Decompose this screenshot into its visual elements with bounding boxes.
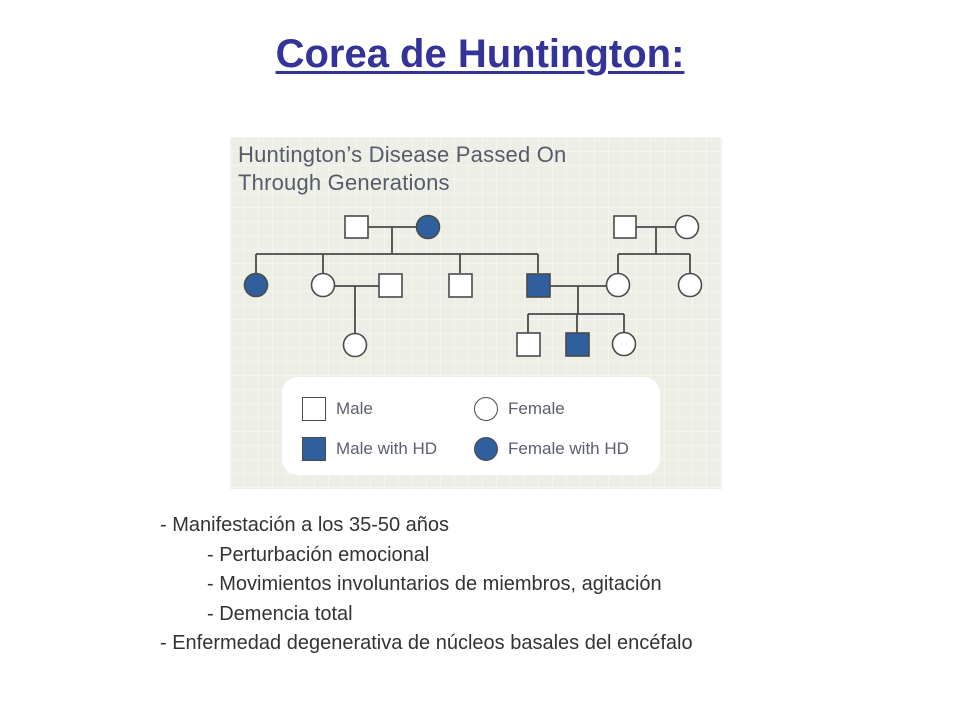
pedigree-figure: Huntington’s Disease Passed On Through G… xyxy=(230,137,722,489)
female-circle-icon xyxy=(474,397,498,421)
figure-title-line-1: Huntington’s Disease Passed On xyxy=(238,142,567,167)
male-gen2-a xyxy=(378,273,403,298)
male-gen2-b xyxy=(448,273,473,298)
bullet-list: - Manifestación a los 35-50 años - Pertu… xyxy=(160,511,693,659)
figure-title-line-2: Through Generations xyxy=(238,170,450,195)
female-with-hd-circle-icon xyxy=(474,437,498,461)
bullet-item: - Manifestación a los 35-50 años xyxy=(160,514,450,536)
pedigree-chart xyxy=(243,214,703,358)
female-gen2-c xyxy=(605,272,631,298)
male-gen1-right xyxy=(613,215,637,239)
legend-label-female-with-hd: Female with HD xyxy=(508,439,629,458)
legend-label-male-with-hd: Male with HD xyxy=(336,439,438,458)
female-with-hd-gen1-left xyxy=(415,214,441,240)
bullet-item: - Demencia total xyxy=(207,602,353,625)
legend-item-female-with-hd: Female with HD xyxy=(474,437,629,461)
bullet-item: - Enfermedad degenerativa de núcleos bas… xyxy=(160,632,693,654)
female-gen2-d xyxy=(677,272,703,298)
pedigree-lines xyxy=(255,226,691,333)
legend-item-male-with-hd: Male with HD xyxy=(302,437,437,461)
bullet-item: - Perturbación emocional xyxy=(207,543,430,566)
legend-label-female: Female xyxy=(508,399,565,418)
female-gen1-right xyxy=(674,214,700,240)
female-gen2-spouse xyxy=(310,272,336,298)
female-gen3-right xyxy=(611,331,637,357)
male-with-hd-gen2 xyxy=(526,273,551,298)
male-gen1-left xyxy=(344,215,369,239)
legend-item-female: Female xyxy=(474,397,565,421)
legend-label-male: Male xyxy=(336,399,373,418)
female-gen3-left xyxy=(342,332,368,358)
male-gen3-a xyxy=(516,332,541,357)
male-with-hd-square-icon xyxy=(302,437,326,461)
bullet-item: - Movimientos involuntarios de miembros,… xyxy=(207,573,662,595)
legend-item-male: Male xyxy=(302,397,373,421)
slide-title: Corea de Huntington: xyxy=(275,32,685,76)
female-with-hd-gen2 xyxy=(243,272,269,298)
legend: Male Female Male with HD Female with HD xyxy=(282,377,660,475)
male-with-hd-gen3 xyxy=(565,332,590,357)
male-square-icon xyxy=(302,397,326,421)
figure-title: Huntington’s Disease Passed On Through G… xyxy=(238,141,566,197)
pedigree-individuals xyxy=(243,214,703,358)
